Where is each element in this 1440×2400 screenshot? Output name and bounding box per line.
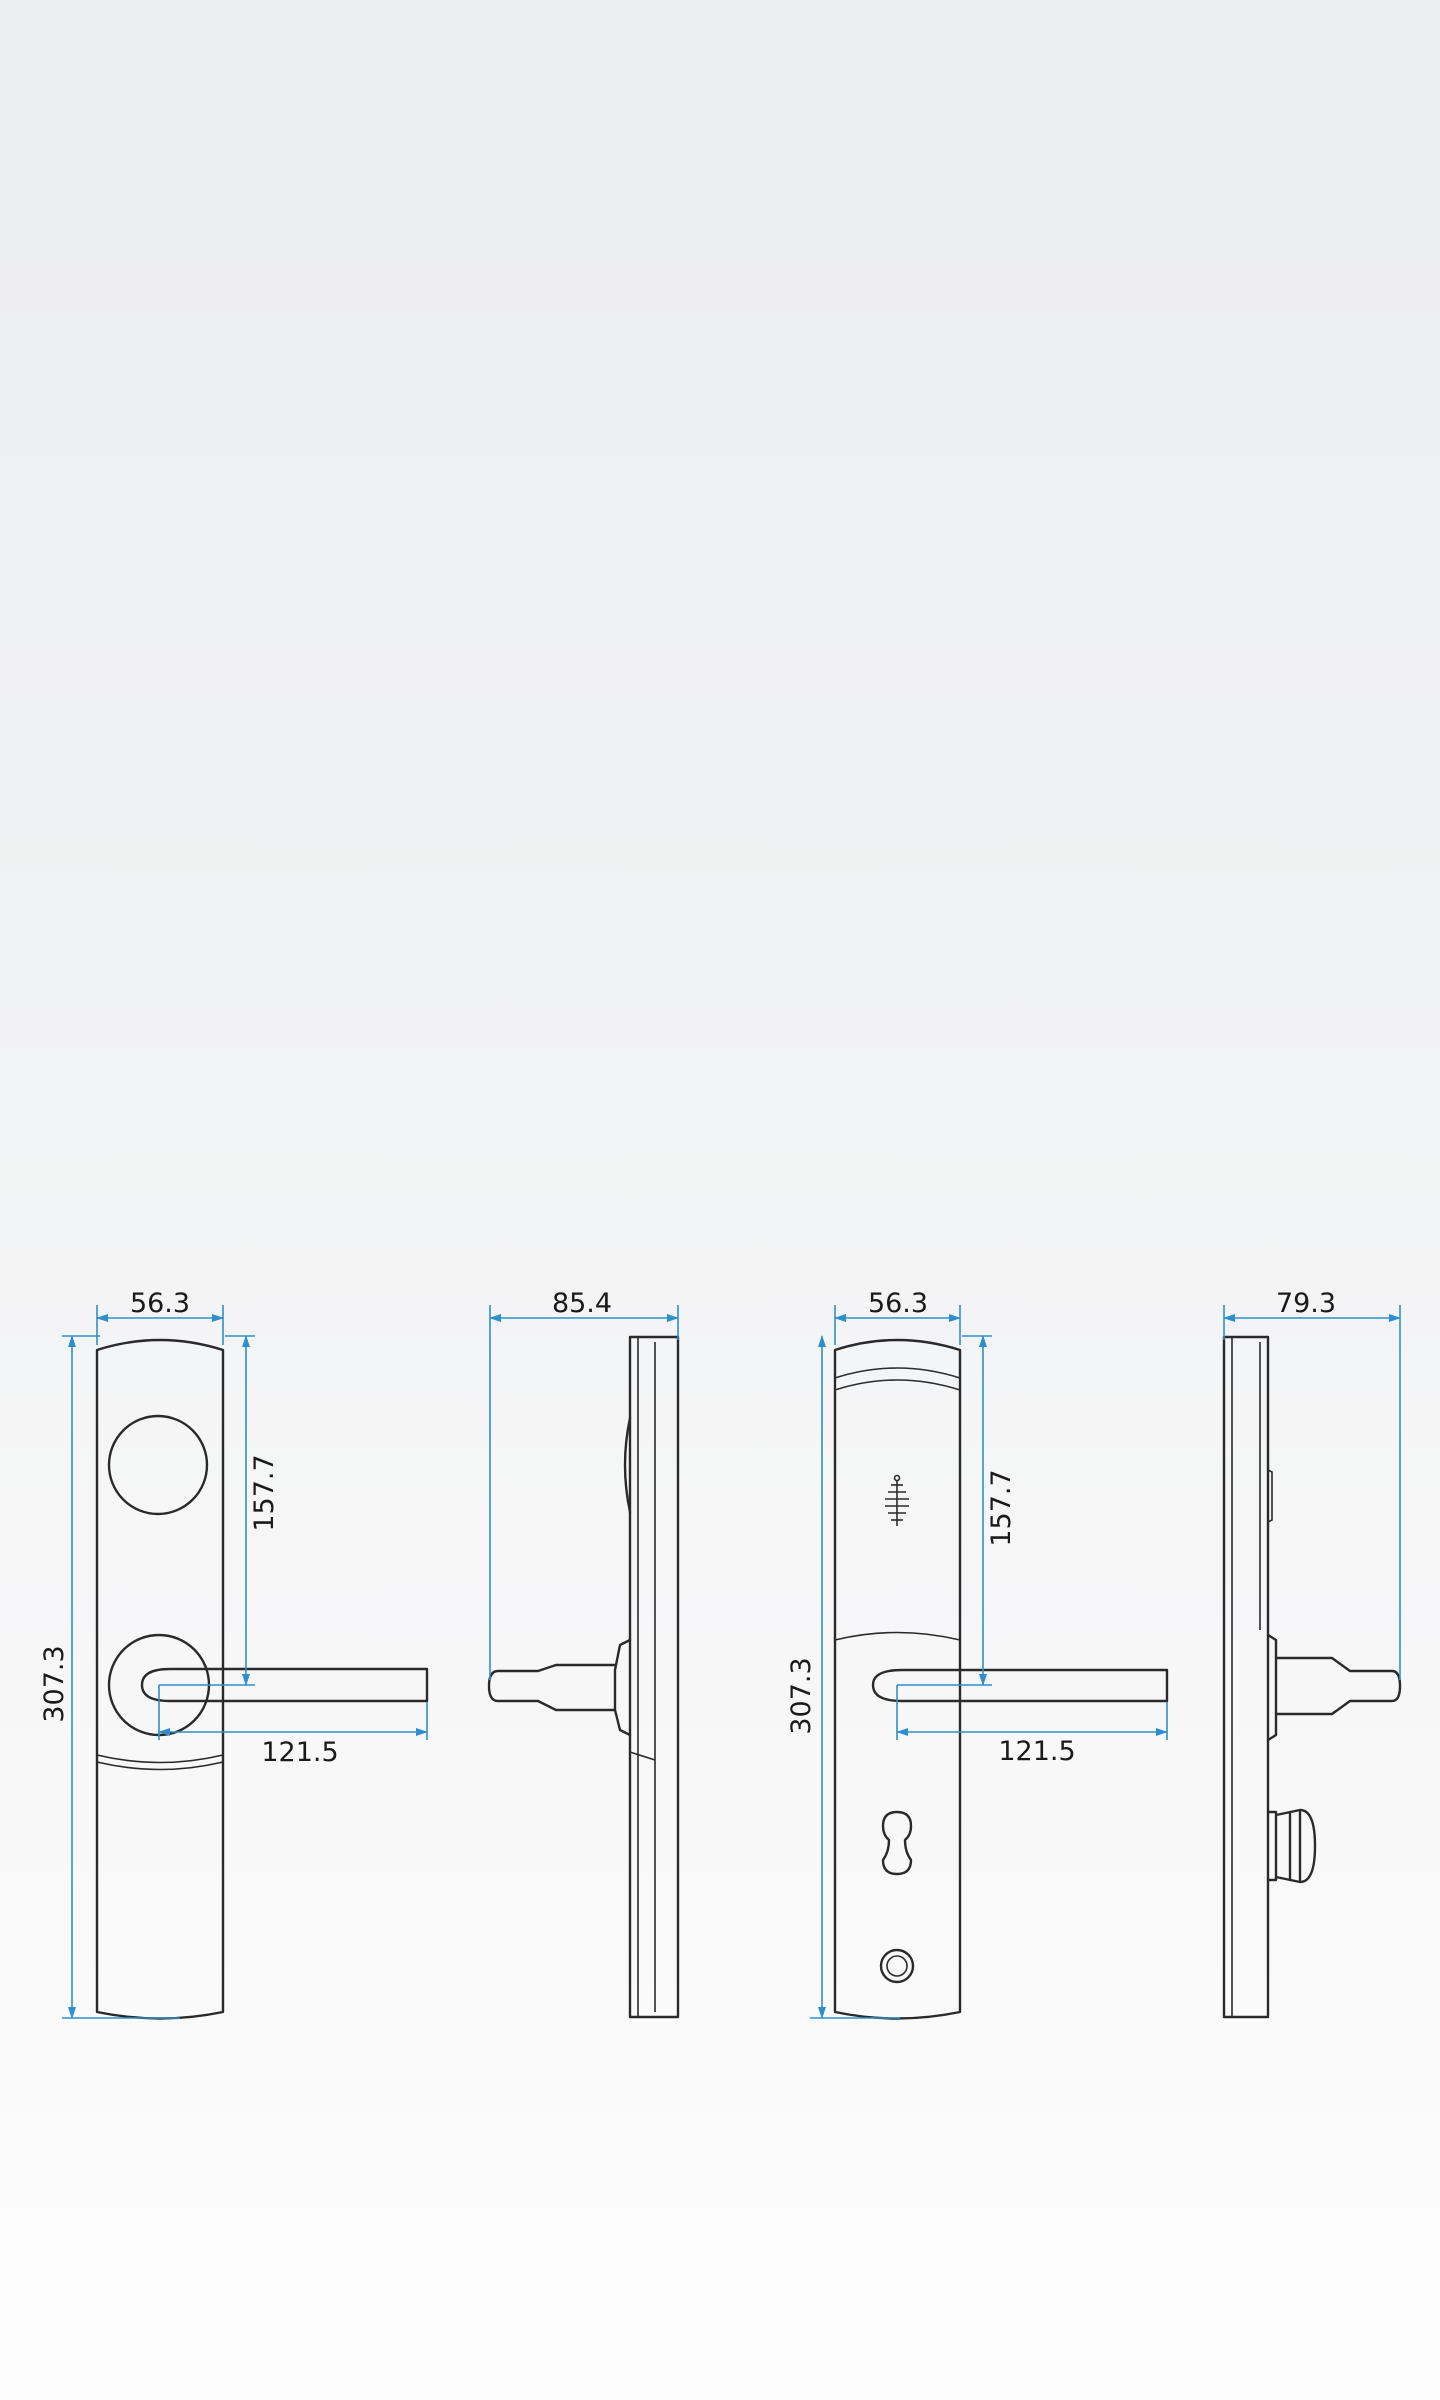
side-view-outside: 85.4 [487,1288,680,2019]
side-view-inside: 79.3 [1222,1288,1402,2019]
side-lever-handle [487,1663,617,1712]
inside-dim-handle-height-label: 157.7 [986,1469,1017,1546]
inside-dim-handle-length-label: 121.5 [998,1736,1075,1767]
side-fingerprint-bump [623,1416,632,1514]
front-view-inside: 56.3 307.3 157.7 121.5 [786,1288,1169,2020]
panel-split-line [96,1754,224,1764]
inside-card-panel-outline [834,1367,961,1391]
thumb-turn-outer [879,1948,915,1984]
front-view-outside: 56.3 307.3 157.7 121.5 [39,1288,429,2020]
side-split [629,1751,656,1761]
inside-side-card-bump [1267,1469,1273,1523]
lever-handle [140,1667,429,1703]
inside-side-thumb-turn [1266,1808,1317,1884]
thumb-turn-inner [886,1955,908,1977]
inside-dim-width-label: 56.3 [868,1288,928,1319]
panel-split-line-2 [96,1761,224,1771]
lock-body-outline [95,1338,225,2020]
inside-panel-split [834,1631,961,1641]
inside-side-dim-depth-label: 79.3 [1276,1288,1336,1319]
dim-handle-length-label: 121.5 [261,1737,338,1768]
side-dim-depth-label: 85.4 [552,1288,612,1319]
dim-handle-height-label: 157.7 [249,1454,280,1531]
side-body-outline [628,1335,680,2019]
inside-lever-handle [871,1668,1169,1703]
dim-width-label: 56.3 [130,1288,190,1319]
keyhole-icon [881,1810,913,1876]
dim-height-label: 307.3 [39,1645,70,1722]
inside-side-lever-handle [1274,1656,1402,1716]
inside-body-outline [833,1338,962,2020]
fingerprint-sensor-icon [107,1414,209,1516]
inside-side-rosette [1266,1633,1278,1742]
card-reader-icon [885,1474,909,1526]
inside-dim-height-label: 307.3 [786,1657,817,1734]
side-rosette [613,1638,632,1737]
inside-side-body-outline [1222,1335,1270,2019]
